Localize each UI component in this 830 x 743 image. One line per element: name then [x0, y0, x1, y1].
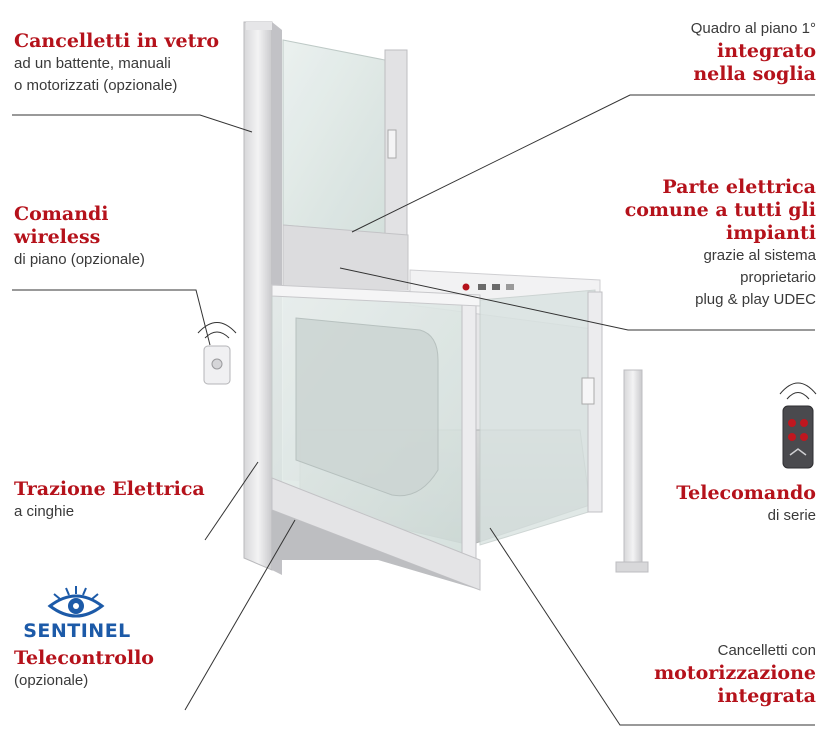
- label-cancelletti-vetro-line-1: ad un battente, manuali: [14, 55, 171, 72]
- label-telecontrollo-title: Telecontrollo: [14, 647, 154, 669]
- sentinel-brand-text: SENTINEL: [23, 620, 131, 642]
- label-parte-elettrica-line-3: plug & play UDEC: [695, 291, 816, 308]
- label-parte-elettrica-title-2: comune a tutti gli: [624, 199, 816, 221]
- label-cancelletti-vetro: Cancelletti in vetro ad un battente, man…: [14, 30, 219, 97]
- leader-lines: [12, 94, 815, 726]
- label-quadro-pre: Quadro al piano 1°: [690, 20, 816, 37]
- front-glass-door: [271, 284, 481, 561]
- label-parte-elettrica: Parte elettrica comune a tutti gli impia…: [625, 176, 816, 311]
- sentinel-eye-logo-icon: [47, 586, 105, 618]
- label-telecomando: Telecomando di serie: [676, 482, 816, 527]
- base-threshold: [271, 477, 481, 591]
- label-quadro-title-1: integrato: [717, 40, 816, 62]
- wireless-wall-button-icon: [197, 322, 237, 385]
- label-cancelletti-vetro-line-2: o motorizzati (opzionale): [14, 77, 178, 94]
- call-post: [615, 369, 649, 573]
- label-telecomando-line-1: di serie: [767, 507, 816, 524]
- label-comandi-wireless-title-1: Comandi: [14, 203, 109, 225]
- label-trazione-title: Trazione Elettrica: [14, 478, 205, 500]
- label-parte-elettrica-line-2: proprietario: [740, 269, 816, 286]
- remote-control-icon: [779, 382, 817, 469]
- label-parte-elettrica-title-1: Parte elettrica: [662, 176, 816, 198]
- label-quadro: Quadro al piano 1° integrato nella sogli…: [691, 18, 816, 86]
- label-cancelletti-vetro-title: Cancelletti in vetro: [14, 30, 220, 52]
- label-trazione-line-1: a cinghie: [14, 503, 75, 520]
- label-cancelletti-motor-title-2: integrata: [717, 685, 816, 707]
- label-telecontrollo: Telecontrollo (opzionale): [14, 647, 154, 692]
- label-comandi-wireless: Comandi wireless di piano (opzionale): [14, 203, 145, 271]
- side-glass-panel: [479, 289, 603, 546]
- label-telecomando-title: Telecomando: [676, 482, 816, 504]
- label-quadro-title-2: nella soglia: [693, 63, 816, 85]
- label-parte-elettrica-title-3: impianti: [726, 222, 816, 244]
- label-cancelletti-motor-title-1: motorizzazione: [654, 662, 816, 684]
- label-comandi-wireless-line-1: di piano (opzionale): [14, 251, 145, 268]
- sentinel-logo: SENTINEL: [14, 590, 140, 641]
- label-cancelletti-motor: Cancelletti con motorizzazione integrata: [654, 640, 816, 708]
- label-trazione: Trazione Elettrica a cinghie: [14, 478, 205, 523]
- label-comandi-wireless-title-2: wireless: [14, 226, 101, 248]
- label-parte-elettrica-line-1: grazie al sistema: [703, 247, 816, 264]
- cabin-red-button-icon: [462, 283, 470, 291]
- label-telecontrollo-line-1: (opzionale): [14, 672, 89, 689]
- label-cancelletti-motor-pre: Cancelletti con: [717, 642, 816, 659]
